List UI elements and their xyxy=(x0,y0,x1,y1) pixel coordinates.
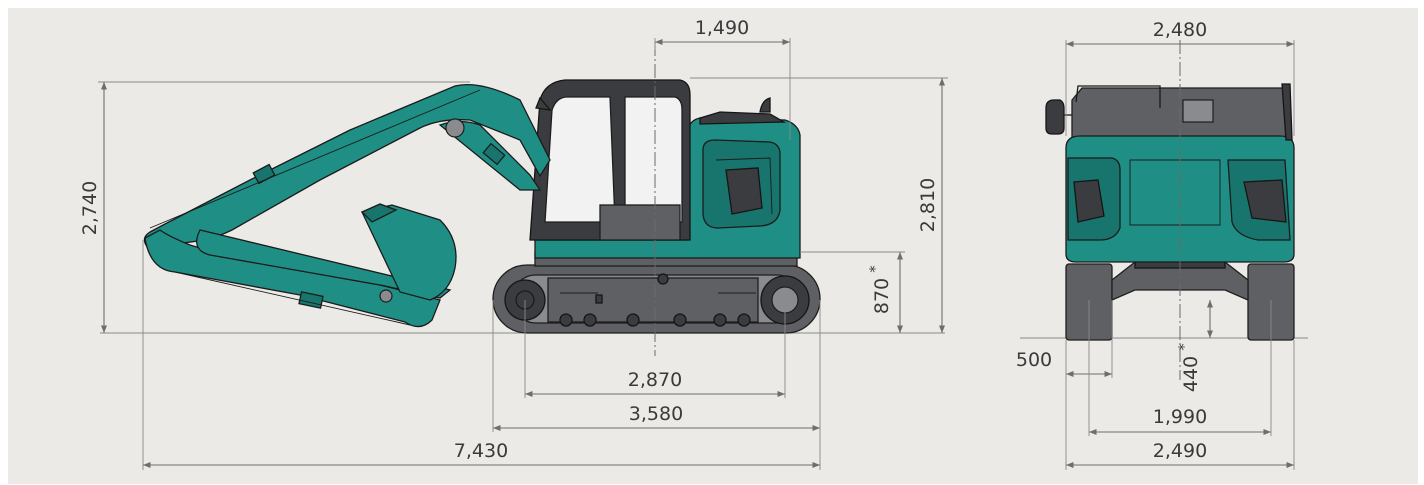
dim-ground-clearance-asterisk: * xyxy=(1175,343,1193,351)
front-upper-body xyxy=(1045,83,1295,263)
dim-cab-rear-radius: 1,490 xyxy=(695,17,749,39)
dim-ground-clearance: 440 xyxy=(1180,356,1202,392)
dim-upper-width: 2,480 xyxy=(1153,19,1207,41)
dim-counterweight-asterisk: * xyxy=(866,265,884,273)
dim-overall-width: 2,490 xyxy=(1153,440,1207,462)
side-cab xyxy=(529,79,691,241)
dim-tumbler-distance: 2,870 xyxy=(628,369,682,391)
dim-counterweight-clearance: 870 xyxy=(871,278,893,314)
front-view: 2,480 500 440 * 1,990 2,490 xyxy=(1016,19,1308,470)
dim-track-length: 3,580 xyxy=(629,403,683,425)
side-view: 1,490 2,740 2,810 870 * 2,870 3,580 7,43… xyxy=(79,17,948,470)
dim-track-gauge: 1,990 xyxy=(1153,406,1207,428)
dim-overall-height: 2,740 xyxy=(79,181,101,235)
side-bucket xyxy=(360,203,457,303)
dim-cab-height: 2,810 xyxy=(917,178,939,232)
dim-transport-length: 7,430 xyxy=(454,440,508,462)
side-track xyxy=(492,264,821,334)
side-boom xyxy=(143,83,551,249)
side-upper-body xyxy=(534,97,801,259)
dim-shoe-width: 500 xyxy=(1016,349,1052,371)
